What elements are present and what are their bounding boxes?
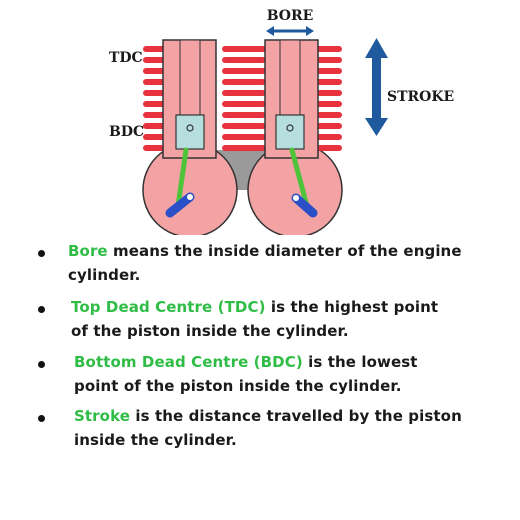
- cooling-fins-right-outer: [312, 46, 342, 151]
- bullet-line-1: Stroke is the distance travelled by the …: [74, 407, 462, 425]
- connecting-rod-right: [289, 147, 311, 213]
- cooling-fins-middle: [222, 46, 266, 151]
- bore-arrow: [266, 26, 314, 36]
- piston-rod-right: [279, 39, 301, 116]
- bullet-line-2: cylinder.: [68, 266, 141, 284]
- bullet-text: is the lowest: [302, 353, 418, 371]
- stroke-arrow: [365, 38, 388, 136]
- bullet-line-1: Bore means the inside diameter of the en…: [68, 242, 462, 260]
- engine-diagram-svg: BORE TDC BDC STROKE: [109, 8, 454, 235]
- bullet-text: is the distance travelled by the piston: [130, 407, 462, 425]
- piston-rod-left: [179, 39, 201, 116]
- bullet-dot: [38, 306, 45, 313]
- bullet-text: means the inside diameter of the engine: [107, 242, 462, 260]
- crank-left: [165, 192, 195, 218]
- bullet-text: is the highest point: [265, 298, 439, 316]
- piston-right: [275, 114, 305, 150]
- bullet-dot: [38, 250, 45, 257]
- bullet-line-1: Top Dead Centre (TDC) is the highest poi…: [71, 298, 438, 316]
- bullet-dot: [38, 415, 45, 422]
- crank-right: [291, 193, 318, 218]
- bdc-label: BDC: [109, 124, 144, 140]
- bullet-dot: [38, 361, 45, 368]
- crank-pin-right: [293, 195, 299, 201]
- crank-pin-left: [187, 194, 193, 200]
- stroke-label: STROKE: [387, 89, 454, 105]
- bullet-line-1: Bottom Dead Centre (BDC) is the lowest: [74, 353, 418, 371]
- bore-label: BORE: [267, 8, 314, 24]
- bullet-line-2: inside the cylinder.: [74, 431, 237, 449]
- piston-pin-left: [186, 124, 194, 132]
- term-bdc: Bottom Dead Centre (BDC): [74, 353, 303, 371]
- piston-pin-right: [286, 124, 294, 132]
- engine-diagram: BORE TDC BDC STROKE: [0, 0, 520, 235]
- bullet-line-2: of the piston inside the cylinder.: [71, 322, 349, 340]
- connecting-rod-left: [175, 147, 189, 209]
- bullet-line-2: point of the piston inside the cylinder.: [74, 377, 402, 395]
- term-bore: Bore: [68, 242, 108, 260]
- piston-left: [175, 114, 205, 150]
- term-tdc: Top Dead Centre (TDC): [71, 298, 266, 316]
- term-stroke: Stroke: [74, 407, 131, 425]
- tdc-label: TDC: [109, 50, 143, 66]
